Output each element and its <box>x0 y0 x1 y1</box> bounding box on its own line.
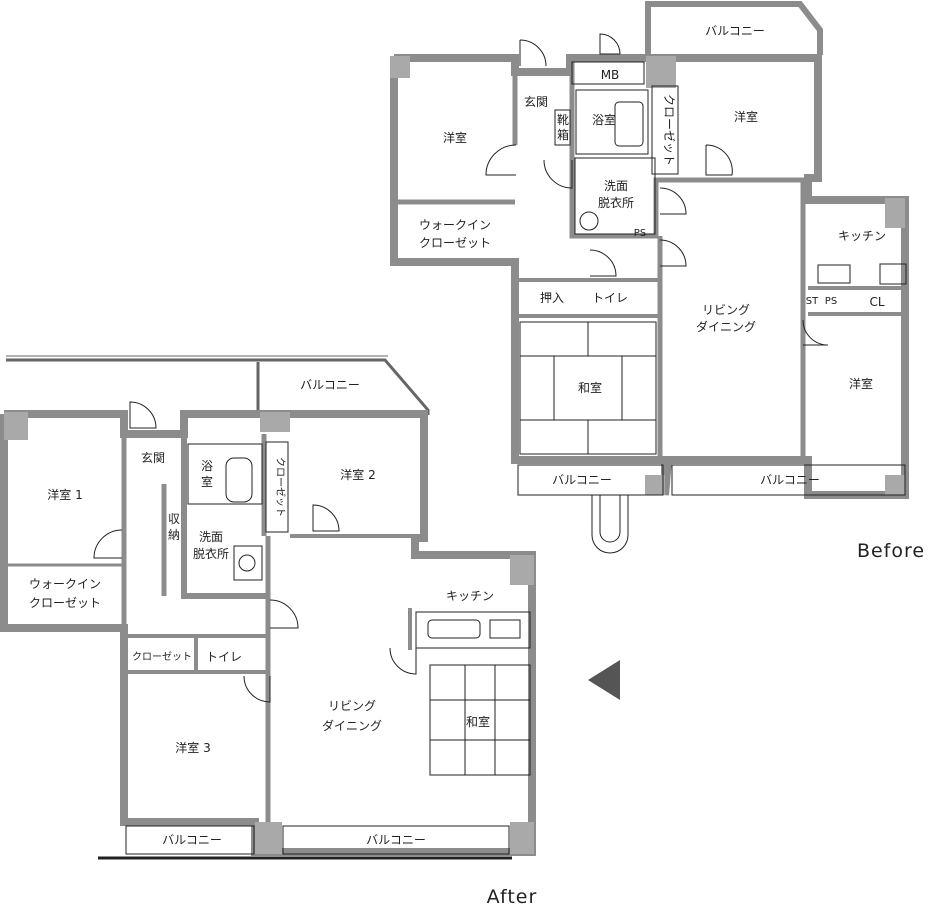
before-balcony-top-label: バルコニー <box>705 24 765 38</box>
before-toilet-label: トイレ <box>592 291 628 305</box>
after-wash-label-1: 洗面 <box>199 530 223 544</box>
before-plan: バルコニー 洋室 ウォークイン クローゼット 玄関 靴 箱 MB 浴室 クローゼ… <box>390 1 925 562</box>
before-washitsu-label: 和室 <box>578 380 602 395</box>
after-caption: After <box>487 886 538 905</box>
before-st-label: ST <box>806 296 819 307</box>
before-western-left-label: 洋室 <box>443 130 467 145</box>
before-walkin-label-1: ウォークイン <box>419 218 491 232</box>
after-western1-label: 洋室 1 <box>47 487 82 502</box>
after-storage-label-1: 収 <box>168 512 180 526</box>
before-wash-label-1: 洗面 <box>604 179 628 193</box>
after-kitchen-label: キッチン <box>446 589 494 603</box>
after-toilet-label: トイレ <box>206 650 242 664</box>
before-living-label-2: ダイニング <box>696 319 756 334</box>
before-shoebox-label-2: 箱 <box>557 127 569 142</box>
before-shoebox-label-1: 靴 <box>557 113 569 127</box>
after-bath-label-1: 浴 <box>201 459 213 473</box>
before-western-br-label: 洋室 <box>849 376 873 391</box>
after-closet-h-label: クローゼット <box>132 651 192 663</box>
after-balcony-left-label: バルコニー <box>162 833 222 847</box>
after-entrance-label: 玄関 <box>141 450 165 465</box>
before-caption: Before <box>857 540 925 562</box>
after-living-label-1: リビング <box>328 699 376 713</box>
before-balcony-right-label: バルコニー <box>760 473 820 487</box>
before-kitchen-label: キッチン <box>838 229 886 243</box>
after-bath-label-2: 室 <box>201 474 213 489</box>
after-storage-label-2: 納 <box>168 528 180 542</box>
after-closet-v-label: クローゼット <box>274 457 286 517</box>
after-walkin-label-1: ウォークイン <box>29 577 101 591</box>
before-western-right-label: 洋室 <box>734 109 758 124</box>
before-closet-label: クローゼット <box>662 94 676 166</box>
left-triangle-arrow-icon <box>588 660 620 700</box>
before-balcony-left-label: バルコニー <box>552 473 612 487</box>
after-plan: 洋室 1 ウォークイン クローゼット 玄関 収 納 浴 室 洗面 脱衣所 クロー… <box>0 355 538 905</box>
after-western2-label: 洋室 2 <box>340 467 375 482</box>
after-balcony-top-label: バルコニー <box>300 378 360 392</box>
after-wash-label-2: 脱衣所 <box>193 546 229 561</box>
before-cl-label: CL <box>869 295 884 309</box>
after-balcony-right-label: バルコニー <box>366 833 426 847</box>
before-walkin-label-2: クローゼット <box>419 236 491 250</box>
before-wash-label-2: 脱衣所 <box>598 195 634 210</box>
after-washitsu-label: 和室 <box>466 714 490 729</box>
before-oshiire-label: 押入 <box>540 291 564 305</box>
before-ps2-label: PS <box>825 296 837 307</box>
before-bath-label: 浴室 <box>592 112 616 127</box>
after-western3-label: 洋室 3 <box>175 740 210 755</box>
after-living-label-2: ダイニング <box>322 718 382 733</box>
after-walkin-label-2: クローゼット <box>29 596 101 610</box>
before-mb-label: MB <box>601 68 620 82</box>
before-entrance-label: 玄関 <box>524 94 548 109</box>
before-ps-label: PS <box>634 228 646 239</box>
before-living-label-1: リビング <box>702 303 750 317</box>
